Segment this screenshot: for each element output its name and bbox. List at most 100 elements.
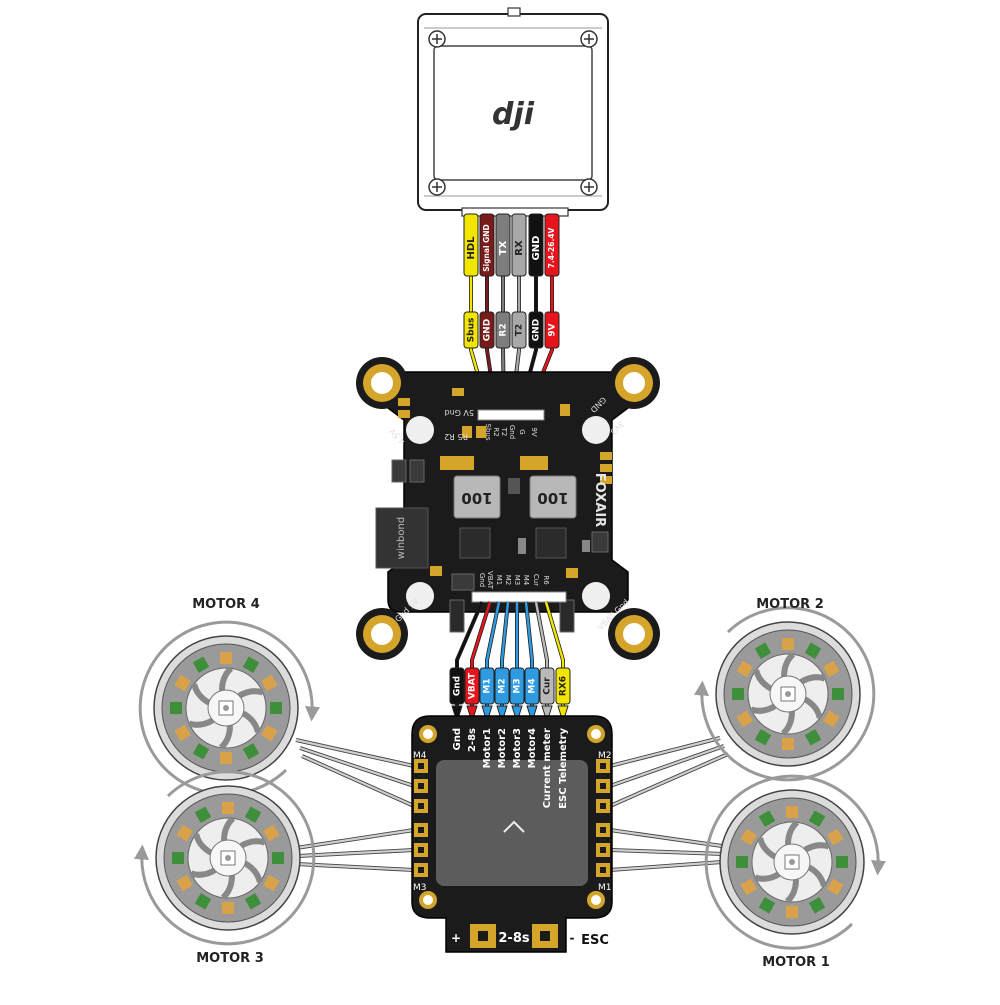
- esc-plus-label: +: [451, 931, 461, 945]
- wire-label-bottom: T2: [515, 324, 525, 336]
- esc-minus-label: -: [570, 931, 575, 945]
- esc-board: M4 M2 M3 M1 2-8s + - ESC Gnd 2-8s Motor1 Mo…: [411, 715, 613, 953]
- esc-wire: M2: [494, 601, 510, 724]
- wire-label-top: Signal GND: [482, 224, 491, 272]
- wire-label-top: VBAT: [468, 672, 478, 699]
- esc-corner-m3: M3: [413, 883, 427, 893]
- mounting-hole-icon: [363, 615, 401, 653]
- wire-label-top: M4: [528, 678, 538, 693]
- esc-pin-label: Motor1: [482, 728, 493, 768]
- inductor-label: 100: [537, 489, 568, 507]
- esc-wire: Cur: [534, 601, 555, 724]
- esc-wire-harness: Gnd VBAT M1 M2 M3 M4 Cur RX6: [449, 601, 571, 724]
- fc-pad-label: 9V: [530, 427, 538, 436]
- esc-wire: M4: [524, 601, 540, 724]
- motor-label: MOTOR 1: [762, 955, 830, 970]
- mounting-hole-icon: [615, 615, 653, 653]
- esc-pin-label: Motor2: [497, 728, 508, 768]
- wire-label-top: RX: [514, 240, 525, 256]
- fc-pad-label: M1: [495, 575, 503, 586]
- fc-pad-label: R2: [492, 427, 500, 436]
- flash-chip: winbond: [375, 507, 429, 569]
- esc-pin-label: Motor3: [512, 728, 523, 768]
- screw-icon: [428, 30, 446, 48]
- esc-pin-label: Motor4: [527, 728, 538, 768]
- dji-logo: dji: [492, 97, 535, 132]
- screw-icon: [580, 30, 598, 48]
- esc-pin-label: Gnd: [452, 728, 463, 751]
- dji-air-unit: dji: [417, 7, 609, 217]
- wire-label-bottom: GND: [532, 319, 542, 341]
- fc-pad-label: T2: [500, 427, 508, 437]
- esc-wire: M3: [509, 602, 525, 724]
- esc-motor-pads: [414, 759, 610, 877]
- inductor-label: 100: [461, 489, 492, 507]
- fc-pad-label: M4: [522, 575, 530, 586]
- wire-label-top: HDL: [466, 236, 477, 260]
- esc-pin-label: Current meter: [542, 728, 553, 808]
- rotation-arrow-icon: [134, 770, 316, 946]
- esc-pin-label: ESC Telemetry: [558, 728, 569, 809]
- esc-pin-labels: Gnd 2-8s Motor1 Motor2 Motor3 Motor4 Current m…: [452, 728, 569, 809]
- esc-corner-m4: M4: [413, 751, 427, 761]
- rotation-arrow-icon: [704, 774, 886, 950]
- esc-power-label: 2-8s: [498, 931, 529, 946]
- motor-label: MOTOR 3: [196, 951, 264, 966]
- wire-label-top: M2: [498, 678, 508, 693]
- motor: MOTOR 1: [609, 774, 886, 970]
- esc-wire: Gnd: [449, 601, 484, 724]
- wire-label-top: RX6: [559, 676, 569, 696]
- screw-icon: [580, 178, 598, 196]
- fc-label-r5-r2: R5 R2: [444, 432, 468, 441]
- flash-chip-label: winbond: [396, 517, 407, 559]
- esc-title: ESC: [581, 933, 609, 948]
- wire-label-bottom: Sbus: [467, 318, 477, 343]
- rotation-arrow-icon: [694, 606, 876, 782]
- motor: MOTOR 4: [138, 597, 415, 808]
- wire-label-bottom: R2: [499, 323, 509, 336]
- wire-label-top: TX: [498, 240, 509, 255]
- esc-corner-m2: M2: [598, 751, 612, 761]
- motor-label: MOTOR 2: [756, 597, 824, 612]
- fc-pad-label: Gnd: [478, 573, 486, 587]
- dji-wire: HDL Sbus: [463, 213, 490, 411]
- wire-label-bottom: GND: [483, 319, 493, 341]
- esc-wire: RX6: [544, 601, 571, 724]
- wire-label-top: 7.4-26.4V: [547, 227, 556, 268]
- fc-pad-label: Cur: [532, 574, 540, 586]
- wire-label-top: M1: [483, 678, 493, 693]
- fc-pad-label: R6: [542, 575, 550, 585]
- esc-wire: VBAT: [464, 601, 492, 724]
- flight-controller-board: 100 100 winbond FOXAIR 4.5V 5V Gnd R5 R2…: [356, 357, 660, 660]
- fc-brand-label: FOXAIR: [592, 473, 607, 527]
- fc-pad-label: M3: [513, 575, 521, 586]
- esc-corner-m1: M1: [598, 883, 612, 893]
- mounting-hole-icon: [615, 364, 653, 402]
- esc-pin-label: 2-8s: [467, 728, 478, 752]
- fc-label-5v-gnd: 5V Gnd: [445, 408, 474, 417]
- inductor-chip: 100: [453, 475, 501, 519]
- wire-label-top: Cur: [543, 677, 553, 695]
- motor: MOTOR 2: [609, 597, 876, 808]
- mounting-hole-icon: [363, 364, 401, 402]
- fc-pad-label: G: [518, 429, 526, 434]
- motors: MOTOR 4 MOTOR 2 MOTOR 3 MOTOR 1: [134, 597, 886, 970]
- wire-label-top: Gnd: [453, 676, 463, 696]
- wire-label-top: M3: [513, 678, 523, 693]
- fc-pad-label: Gnd: [508, 425, 516, 439]
- wire-label-top: GND: [531, 236, 542, 261]
- fc-pad-label: VBAT: [486, 571, 494, 590]
- motor: MOTOR 3: [134, 770, 415, 966]
- fc-pad-label: Sbus: [484, 424, 492, 441]
- fc-pad-label: M2: [504, 575, 512, 586]
- direction-chevron-icon: [503, 820, 525, 833]
- inductor-chip: 100: [529, 475, 577, 519]
- wire-label-bottom: 9V: [548, 323, 558, 336]
- esc-wire: M1: [479, 601, 501, 724]
- screw-icon: [428, 178, 446, 196]
- motor-label: MOTOR 4: [192, 597, 260, 612]
